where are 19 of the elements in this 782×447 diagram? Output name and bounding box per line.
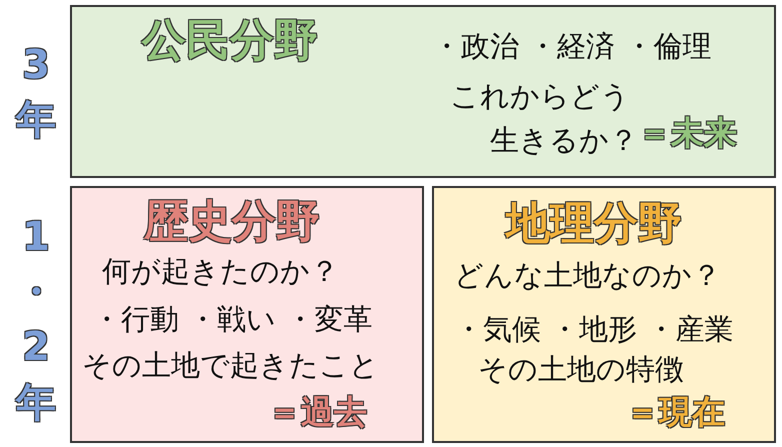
body-text: その土地で起きたこと bbox=[82, 348, 379, 383]
civics-panel bbox=[70, 5, 776, 178]
history-panel bbox=[70, 186, 424, 443]
body-text: これからどう生きるか？ bbox=[450, 78, 639, 158]
summary-text: ＝現在 bbox=[626, 392, 725, 432]
summary-text: ＝過去 bbox=[268, 392, 367, 432]
body-text: ・政治 ・経済 ・倫理 bbox=[432, 29, 712, 64]
panel-heading: 歴史分野 bbox=[144, 196, 320, 249]
panel-heading: 公民分野 bbox=[142, 15, 318, 68]
body-text: 何が起きたのか？ bbox=[102, 254, 339, 289]
summary-text: ＝未来 bbox=[638, 113, 737, 153]
grade-label: 3年 bbox=[16, 41, 56, 146]
body-text: どんな土地なのか？ bbox=[454, 258, 721, 293]
body-text: ・気候 ・地形 ・産業 bbox=[454, 312, 734, 347]
geography-panel bbox=[432, 186, 776, 443]
panel-heading: 地理分野 bbox=[506, 198, 682, 251]
body-text: ・行動 ・戦い ・変革 bbox=[92, 302, 372, 337]
grade-label: 1・2年 bbox=[16, 213, 56, 428]
body-text: その土地の特徴 bbox=[478, 352, 684, 387]
